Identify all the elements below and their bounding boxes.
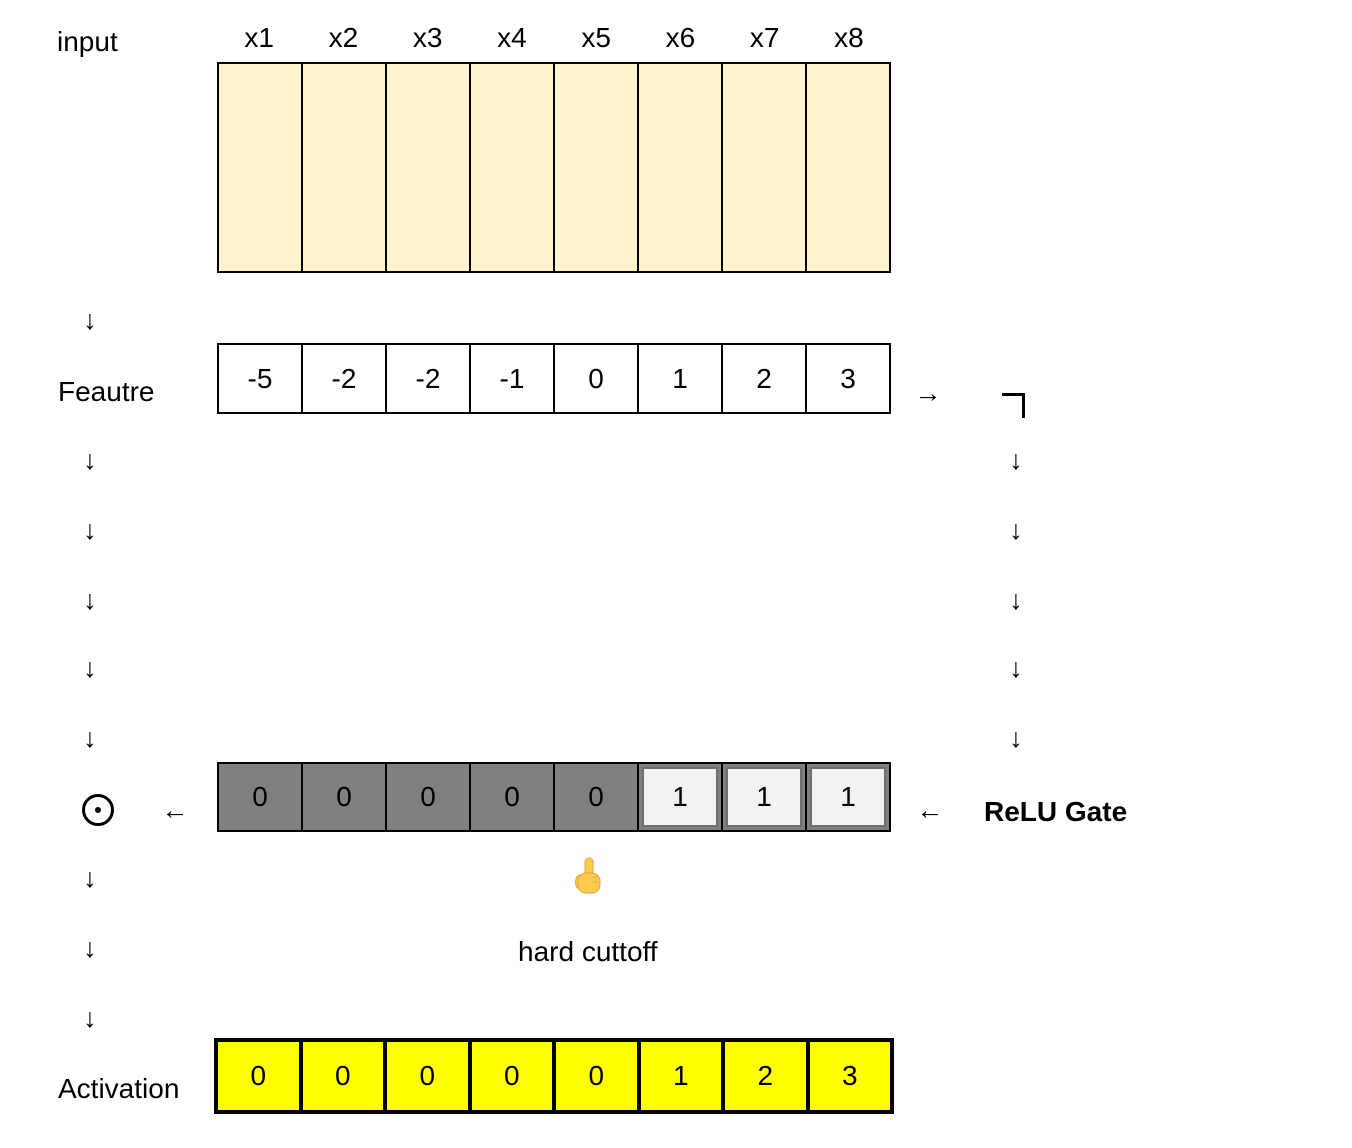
input-cell — [387, 64, 471, 271]
feature-row: -5 -2 -2 -1 0 1 2 3 — [217, 343, 891, 414]
column-header-x2: x2 — [328, 22, 359, 53]
activation-cell: 0 — [218, 1042, 303, 1110]
column-header-x4: x4 — [497, 22, 527, 53]
activation-cell: 0 — [303, 1042, 387, 1110]
activation-cell: 0 — [387, 1042, 472, 1110]
input-row — [217, 62, 891, 273]
feature-cell: 1 — [639, 345, 723, 412]
hard-cutoff-label: hard cuttoff — [518, 936, 658, 967]
down-arrow-icon: ↓ — [83, 723, 97, 753]
activation-row: 0 0 0 0 0 1 2 3 — [214, 1038, 894, 1114]
down-arrow-icon: ↓ — [1009, 515, 1023, 545]
relu-gate-label: ReLU Gate — [984, 796, 1128, 827]
down-arrow-icon: ↓ — [83, 863, 97, 893]
circled-dot-icon — [82, 794, 114, 826]
activation-cell: 3 — [841, 1060, 858, 1091]
down-arrow-icon: ↓ — [1009, 445, 1023, 475]
gate-cell-on: 1 — [639, 764, 723, 830]
down-arrow-icon: ↓ — [83, 585, 97, 615]
pointing-up-finger-icon — [575, 857, 601, 894]
feature-cell: 3 — [840, 362, 856, 394]
down-arrow-icon: ↓ — [1009, 653, 1023, 683]
input-label: input — [57, 26, 118, 57]
activation-label: Activation — [58, 1073, 180, 1104]
column-header-x3: x3 — [412, 22, 443, 53]
column-header-x5: x5 — [581, 22, 611, 53]
down-arrow-icon: ↓ — [83, 305, 97, 335]
activation-cell: 2 — [725, 1042, 810, 1110]
column-header-x7: x7 — [749, 22, 780, 53]
down-arrow-icon: ↓ — [83, 653, 97, 683]
input-column-headers: x1 x2 x3 x4 x5 x6 x7 x8 — [217, 22, 891, 54]
input-cell — [303, 64, 387, 271]
gate-cell-off: 0 — [555, 764, 639, 830]
gate-cell-off: 0 — [303, 764, 387, 830]
feature-cell: 0 — [555, 345, 639, 412]
gate-cell-off: 0 — [471, 764, 555, 830]
down-arrow-icon: ↓ — [1009, 585, 1023, 615]
gate-row: 0 0 0 0 0 1 1 1 — [217, 762, 891, 832]
left-arrow-icon: ← — [161, 795, 189, 825]
activation-cell: 0 — [556, 1042, 641, 1110]
input-cell — [555, 64, 639, 271]
gate-cell-on: 1 — [807, 764, 889, 830]
gate-cell-off: 0 — [387, 764, 471, 830]
gate-cell-on: 1 — [723, 764, 807, 830]
right-arrow-icon: → — [914, 378, 942, 408]
elbow-connector — [1002, 393, 1025, 418]
input-cell — [639, 64, 723, 271]
input-cell — [807, 64, 889, 271]
activation-cell: 0 — [472, 1042, 556, 1110]
input-cell — [723, 64, 807, 271]
down-arrow-icon: ↓ — [1009, 723, 1023, 753]
feature-cell: -2 — [303, 345, 387, 412]
activation-cell: 1 — [641, 1042, 725, 1110]
down-arrow-icon: ↓ — [83, 515, 97, 545]
column-header-x6: x6 — [665, 22, 696, 53]
column-header-x1: x1 — [244, 22, 274, 53]
input-cell — [219, 64, 303, 271]
down-arrow-icon: ↓ — [83, 1003, 97, 1033]
feature-cell: 2 — [723, 345, 807, 412]
feature-cell: -1 — [471, 345, 555, 412]
feature-cell: -2 — [387, 345, 471, 412]
feature-cell: -5 — [219, 345, 303, 412]
down-arrow-icon: ↓ — [83, 933, 97, 963]
feature-label: Feautre — [58, 376, 155, 407]
down-arrow-icon: ↓ — [83, 445, 97, 475]
gate-cell-off: 0 — [219, 764, 303, 830]
input-cell — [471, 64, 555, 271]
left-arrow-icon: ← — [916, 795, 944, 825]
column-header-x8: x8 — [834, 22, 864, 53]
